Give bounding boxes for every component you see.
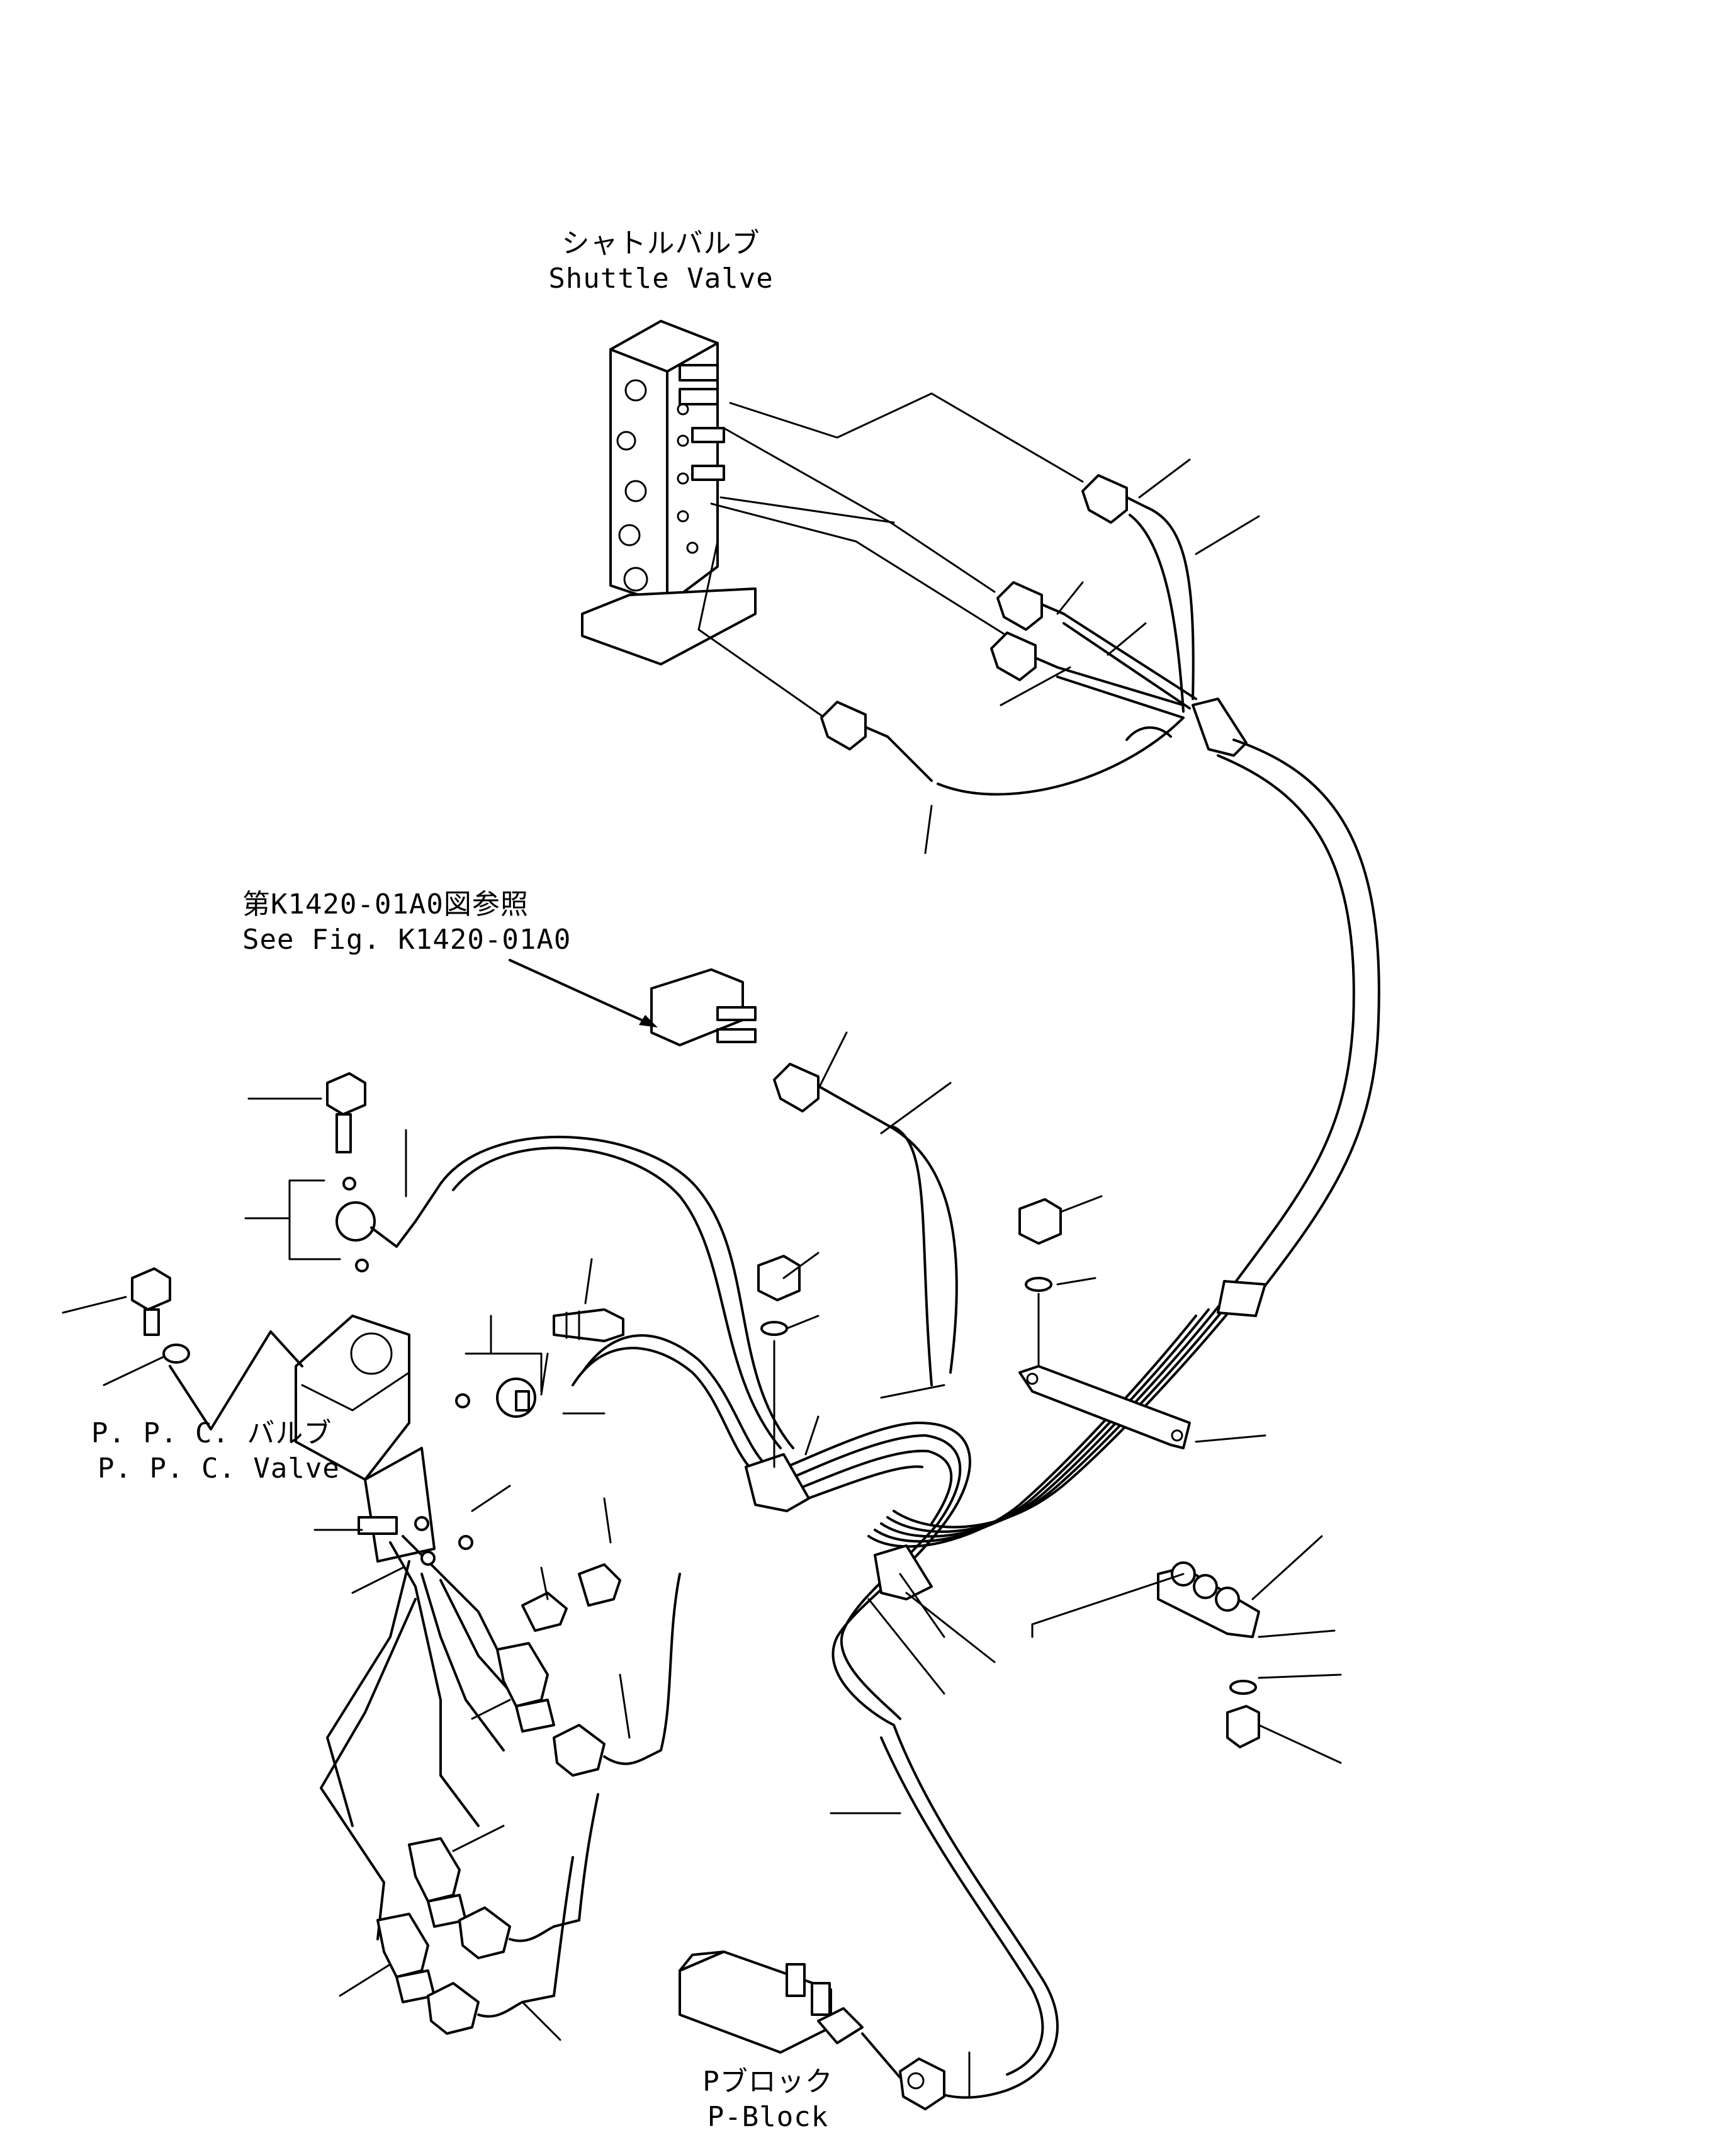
shuttle-valve-part (581, 320, 757, 665)
bolt-ppc-right (553, 1308, 624, 1342)
hose-fitting-5 (773, 1063, 892, 1128)
ppc-valve-label-en: P. P. C. Valve (98, 1452, 340, 1485)
nipple-fitting-2 (408, 1837, 467, 1928)
nipple-fitting-1 (496, 1642, 555, 1733)
hose-fitting-4 (820, 701, 889, 750)
shuttle-valve-label-en: Shuttle Valve (548, 263, 774, 295)
nipple-fitting-3 (376, 1913, 436, 2003)
hose-fitting-3 (990, 631, 1059, 681)
ppc-valve-label-jp: P. P. C. バルブ (91, 1417, 332, 1449)
elbow-fitting-2 (553, 1573, 681, 1777)
bolt-right-upper (1018, 1198, 1062, 1292)
bolt-left-top (326, 1072, 366, 1153)
hose-clamp-center (745, 1453, 933, 1600)
hose-fitting-1 (1081, 474, 1147, 524)
banjo-fitting-left (335, 1182, 442, 1248)
bolt-center (757, 1255, 801, 1336)
bolt-left-mid (131, 1267, 190, 1364)
hose-clamp-upper (1192, 698, 1248, 757)
p-block-label-jp: Pブロック (702, 2066, 833, 2098)
elbow-fitting-3 (458, 1793, 599, 1959)
callout-leaders (62, 458, 1342, 2098)
elbow-fitting-1 (521, 1563, 621, 1632)
reference-valve-part (650, 968, 757, 1046)
hose-fitting-6 (861, 2032, 945, 2110)
p-block-label-en: P-Block (707, 2101, 829, 2133)
p-block-part (679, 1950, 864, 2054)
hose-fitting-2 (996, 581, 1065, 631)
shuttle-valve-label-jp: シャトルバルブ (561, 227, 760, 259)
see-fig-label-en: See Fig. K1420-01A0 (242, 924, 572, 956)
banjo-fitting-right (496, 1378, 536, 1418)
bolt-right-lower (1226, 1680, 1260, 1748)
see-fig-label-jp: 第K1420-01A0図参照 (242, 888, 529, 920)
hose-clamp-right (1157, 1561, 1260, 1638)
